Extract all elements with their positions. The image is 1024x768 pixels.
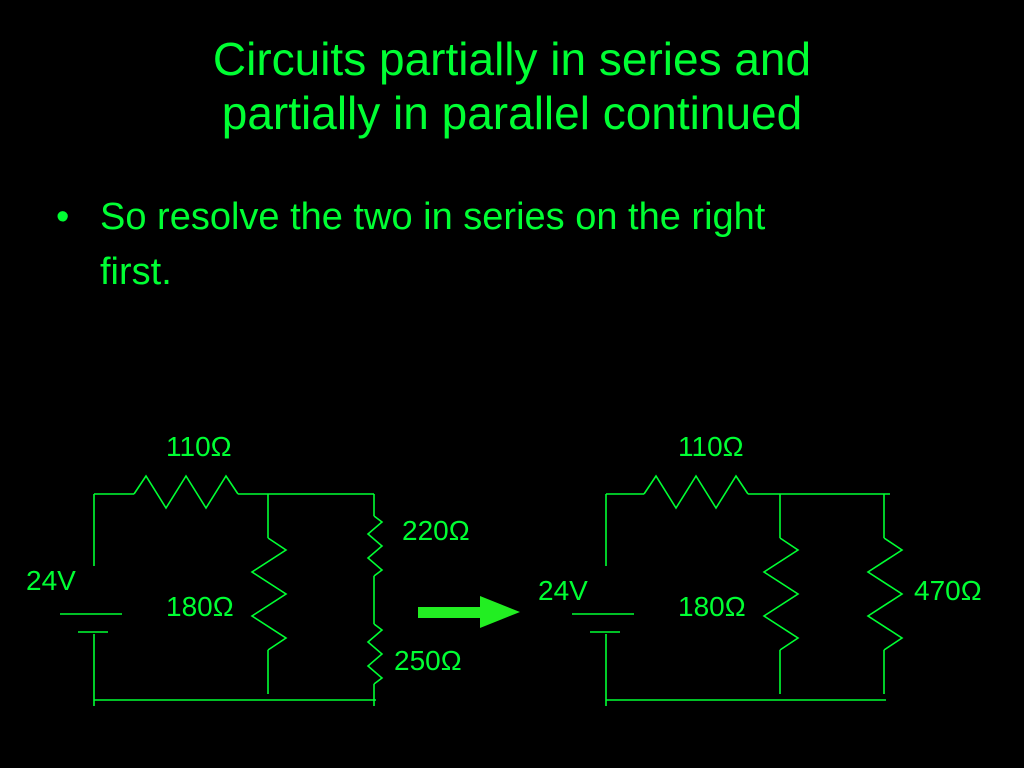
circuit-left <box>60 474 384 706</box>
right-resistor-110 <box>643 474 749 510</box>
right-label-470: 470Ω <box>914 575 982 606</box>
bullet-dot: • <box>56 196 70 238</box>
arrow-right-icon <box>418 596 520 628</box>
right-resistor-470 <box>866 537 904 651</box>
right-label-110: 110Ω <box>678 431 744 462</box>
left-resistor-220 <box>366 515 384 577</box>
left-label-24v: 24V <box>26 565 76 596</box>
slide-title: Circuits partially in series and partial… <box>62 32 962 140</box>
left-label-220: 220Ω <box>402 515 470 546</box>
right-label-24v: 24V <box>538 575 588 606</box>
left-resistor-250 <box>366 623 384 685</box>
bullet-list: • So resolve the two in series on the ri… <box>56 190 936 300</box>
bullet-item: • So resolve the two in series on the ri… <box>56 190 936 300</box>
right-resistor-180 <box>762 537 800 651</box>
right-label-180: 180Ω <box>678 591 746 622</box>
bullet-text-line-1: So resolve the two in series on the righ… <box>100 196 766 238</box>
title-line-1: Circuits partially in series and <box>212 33 812 85</box>
left-label-180: 180Ω <box>166 591 234 622</box>
circuit-right <box>572 474 904 706</box>
title-line-2: partially in parallel continued <box>221 87 803 139</box>
left-resistor-110 <box>133 474 239 510</box>
left-label-110: 110Ω <box>166 431 232 462</box>
left-label-250: 250Ω <box>394 645 462 676</box>
bullet-text-line-2: first. <box>100 251 172 293</box>
left-resistor-180 <box>250 537 288 651</box>
